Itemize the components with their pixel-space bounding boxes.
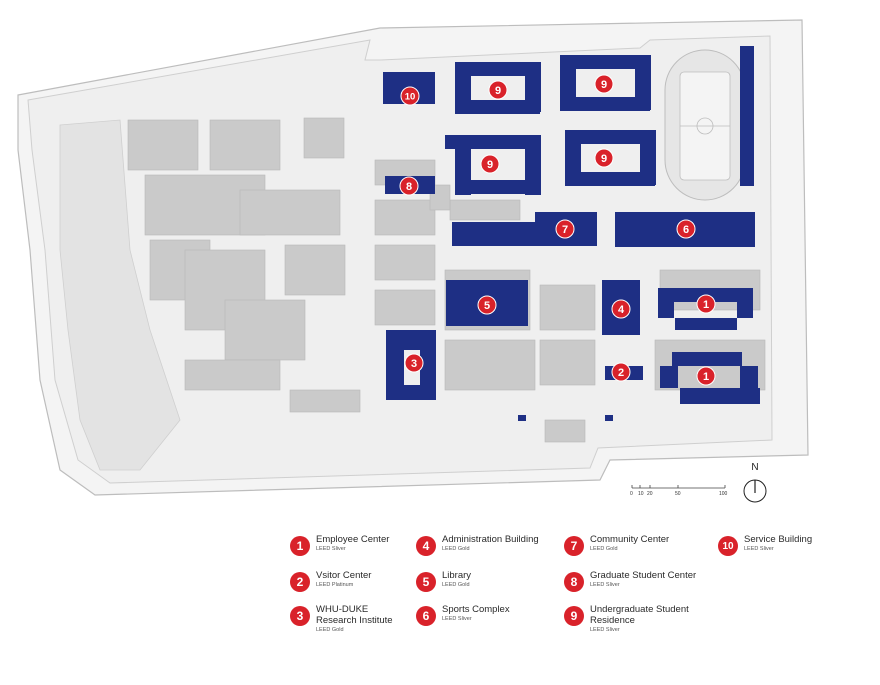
scale-tick-label: 0	[630, 491, 633, 497]
scale-bar-line	[631, 485, 726, 489]
north-label: N	[751, 462, 759, 473]
map-marker-number: 1	[703, 371, 709, 383]
legend-cert: LEED Gold	[590, 546, 618, 552]
legend-cert: LEED Sliver	[316, 546, 346, 552]
legend-badge: 4	[416, 536, 436, 556]
map-marker-number: 9	[601, 153, 607, 165]
legend-name: Library	[442, 570, 472, 581]
legend-cert: LEED Sliver	[590, 627, 620, 633]
map-marker[interactable]: 5	[477, 295, 497, 315]
legend-name: Service Building	[744, 534, 813, 545]
map-marker-number: 3	[411, 358, 417, 370]
legend-name: Undergraduate Student Residence	[590, 604, 689, 626]
map-marker[interactable]: 9	[594, 74, 614, 94]
legend-cert: LEED Sliver	[744, 546, 774, 552]
running-track	[664, 49, 746, 201]
legend-cert: LEED Platinum	[316, 582, 354, 588]
legend-badge: 6	[416, 606, 436, 626]
map-marker[interactable]: 10	[400, 86, 420, 106]
legend-badge: 5	[416, 572, 436, 592]
legend-name: WHU-DUKE Research Institute	[316, 604, 393, 626]
map-marker[interactable]: 7	[555, 219, 575, 239]
legend-name: Employee Center	[316, 534, 390, 545]
scale-tick-label: 10	[638, 491, 644, 497]
legend-name: Administration Building	[442, 534, 539, 545]
legend-badge: 9	[564, 606, 584, 626]
legend-name: Sports Complex	[442, 604, 510, 615]
scale-tick-label: 20	[647, 491, 653, 497]
legend-cert: LEED Sliver	[590, 582, 620, 588]
map-marker-number: 4	[618, 304, 625, 316]
compass-icon	[743, 479, 767, 503]
map-marker[interactable]: 8	[399, 176, 419, 196]
map-marker[interactable]: 6	[676, 219, 696, 239]
legend-cert: LEED Sliver	[442, 616, 472, 622]
legend-cert: LEED Gold	[442, 546, 470, 552]
map-marker-number: 8	[406, 181, 412, 193]
scale-bar: 0 10 20 50 100	[630, 482, 730, 502]
legend-badge: 1	[290, 536, 310, 556]
legend-name: Community Center	[590, 534, 670, 545]
map-marker-number: 9	[495, 85, 501, 97]
map-marker[interactable]: 9	[488, 80, 508, 100]
legend-badge: 7	[564, 536, 584, 556]
map-marker-number: 5	[484, 300, 490, 312]
legend-cert: LEED Gold	[442, 582, 470, 588]
map-marker-number: 10	[405, 92, 416, 103]
legend-badge: 3	[290, 606, 310, 626]
scale-tick-label: 100	[719, 491, 728, 497]
map-marker-number: 7	[562, 224, 568, 236]
west-landscape	[59, 119, 181, 471]
legend-badge: 8	[564, 572, 584, 592]
scale-tick-label: 50	[675, 491, 681, 497]
legend-name: Graduate Student Center	[590, 570, 697, 581]
map-marker[interactable]: 1	[696, 294, 716, 314]
map-marker-number: 1	[703, 299, 709, 311]
highlighted-buildings	[383, 46, 760, 421]
map-marker-number: 2	[618, 367, 624, 379]
map-marker[interactable]: 2	[611, 362, 631, 382]
north-arrow: N	[742, 462, 768, 506]
map-marker[interactable]: 4	[611, 299, 631, 319]
legend-badge: 2	[290, 572, 310, 592]
map-marker[interactable]: 9	[594, 148, 614, 168]
map-marker[interactable]: 1	[696, 366, 716, 386]
map-marker[interactable]: 9	[480, 154, 500, 174]
map-marker-number: 9	[601, 79, 607, 91]
map-marker[interactable]: 3	[404, 353, 424, 373]
legend-cert: LEED Gold	[316, 627, 344, 633]
legend-name: Vsitor Center	[316, 570, 372, 581]
existing-buildings	[127, 117, 766, 443]
map-markers: 1 1 2 3 4 5 6 7	[399, 74, 716, 386]
map-marker-number: 6	[683, 224, 689, 236]
legend-badge: 10	[718, 536, 738, 556]
map-marker-number: 9	[487, 159, 493, 171]
